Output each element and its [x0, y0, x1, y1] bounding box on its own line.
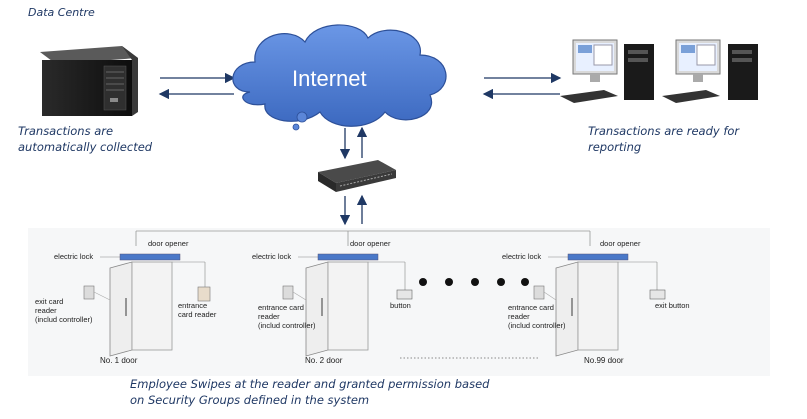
electric-lock-label: electric lock [54, 252, 93, 261]
door-name: No. 2 door [305, 356, 343, 365]
electric-lock [317, 253, 379, 261]
electric-lock-label: electric lock [502, 252, 541, 261]
reader-label-line3: (includ controller) [35, 315, 93, 324]
reader-b-label-line2: card reader [178, 310, 217, 319]
card-reader-icon [197, 286, 211, 302]
bottom-caption-line1: Employee Swipes at the reader and grante… [130, 377, 490, 391]
button-label: exit button [655, 301, 690, 310]
data-centre-title: Data Centre [28, 6, 95, 19]
button-label: button [390, 301, 411, 310]
button-icon [396, 289, 413, 300]
reader-label-line2: reader [258, 312, 280, 321]
collected-caption-line1: Transactions are [18, 124, 114, 138]
card-reader-icon [282, 285, 294, 300]
reader-label-line2: reader [35, 306, 57, 315]
bottom-caption: Employee Swipes at the reader and grante… [130, 376, 489, 408]
electric-lock-label: electric lock [252, 252, 291, 261]
reporting-caption: Transactions are ready for reporting [588, 123, 739, 155]
reader-label-line3: (includ controller) [508, 321, 566, 330]
reader-label-line1: entrance card [508, 303, 554, 312]
collected-caption-line2: automatically collected [18, 140, 153, 154]
reporting-caption-line2: reporting [588, 140, 642, 154]
door-99: door opener electric lock entrance card … [502, 239, 690, 365]
collected-caption: Transactions are automatically collected [18, 123, 152, 155]
desktop-pc-icon [560, 39, 654, 103]
card-reader-icon [83, 285, 95, 300]
reader-label-line3: (includ controller) [258, 321, 316, 330]
door-1: door opener electric lock exit card read… [35, 239, 217, 365]
bottom-caption-line2: on Security Groups defined in the system [130, 393, 370, 407]
cloud-icon: Internet [232, 24, 447, 131]
door-name: No.99 door [584, 356, 624, 365]
more-doors-dots [419, 278, 529, 286]
electric-lock [119, 253, 181, 261]
reader-label-line1: exit card [35, 297, 63, 306]
cloud-label: Internet [292, 66, 367, 91]
door-opener-label: door opener [600, 239, 641, 248]
door-2: door opener electric lock entrance card … [252, 239, 413, 365]
server-icon [40, 46, 138, 116]
card-reader-icon [533, 285, 545, 300]
door-icon [109, 261, 173, 357]
door-name: No. 1 door [100, 356, 138, 365]
door-icon [555, 261, 619, 357]
network-switch-icon [318, 160, 396, 192]
electric-lock [567, 253, 629, 261]
button-icon [649, 289, 666, 300]
desktop-pc-icon [662, 39, 758, 103]
door-opener-label: door opener [148, 239, 189, 248]
reader-label-line1: entrance card [258, 303, 304, 312]
door-opener-label: door opener [350, 239, 391, 248]
reader-label-line2: reader [508, 312, 530, 321]
reporting-caption-line1: Transactions are ready for [588, 124, 740, 138]
door-icon [305, 261, 369, 357]
reader-b-label-line1: entrance [178, 301, 207, 310]
